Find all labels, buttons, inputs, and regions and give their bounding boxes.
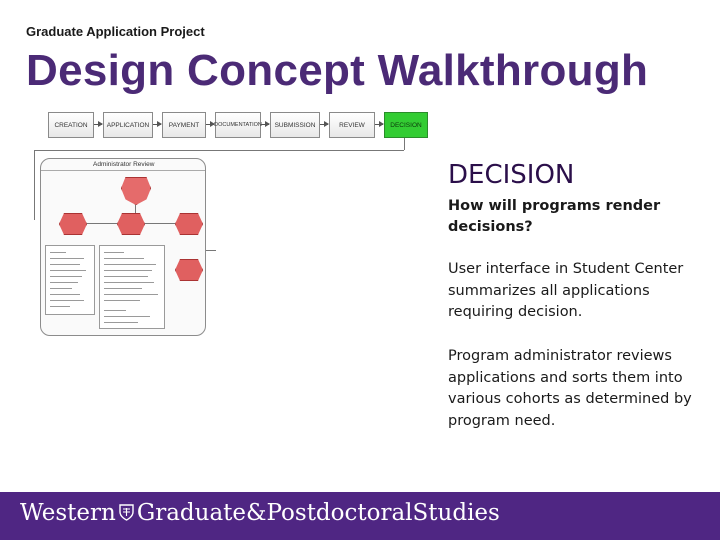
divider <box>41 170 205 171</box>
flow-arrow <box>94 121 103 127</box>
flow-arrow <box>206 121 215 127</box>
flow-step-application: APPLICATION <box>103 112 153 138</box>
flow-arrow <box>375 121 384 127</box>
section-heading: DECISION <box>448 160 575 190</box>
views-note <box>99 245 165 329</box>
page-title: Design Concept Walkthrough <box>26 46 649 95</box>
footer-graduate-studies: Graduate&PostdoctoralStudies <box>136 500 500 526</box>
connector-line <box>34 150 404 151</box>
admin-review-diagram: Administrator Review <box>40 158 206 336</box>
fields-note <box>45 245 95 315</box>
flow-step-decision: DECISION <box>384 112 428 138</box>
connector-line <box>206 250 216 251</box>
paragraph-student-center: User interface in Student Center summari… <box>448 261 684 320</box>
connector-line <box>87 223 117 224</box>
flow-step-payment: PAYMENT <box>162 112 206 138</box>
process-node <box>175 213 203 235</box>
flow-step-documentation: DOCUMENTATION <box>214 112 262 138</box>
process-node <box>117 213 145 235</box>
footer-bar: Western Graduate&PostdoctoralStudies <box>0 492 720 540</box>
process-node <box>121 177 151 205</box>
connector-line <box>145 223 175 224</box>
crest-icon <box>119 504 134 521</box>
flow-step-review: REVIEW <box>329 112 375 138</box>
flow-step-submission: SUBMISSION <box>270 112 320 138</box>
paragraph-program-administrator: Program administrator reviews applicatio… <box>448 348 692 429</box>
connector-line <box>34 150 35 220</box>
flow-arrow <box>261 121 270 127</box>
diagram-frame-title: Administrator Review <box>93 161 155 168</box>
flow-step-creation: CREATION <box>48 112 94 138</box>
footer-wordmark: Western Graduate&PostdoctoralStudies <box>20 500 500 526</box>
process-node <box>59 213 87 235</box>
connector-line <box>404 138 405 150</box>
connector-line <box>135 205 136 213</box>
process-node <box>175 259 203 281</box>
presentation-kicker: Graduate Application Project <box>26 24 205 39</box>
flow-arrow <box>153 121 162 127</box>
section-question: How will programs render decisions? <box>448 198 661 235</box>
footer-western: Western <box>20 500 116 526</box>
flow-arrow <box>320 121 329 127</box>
